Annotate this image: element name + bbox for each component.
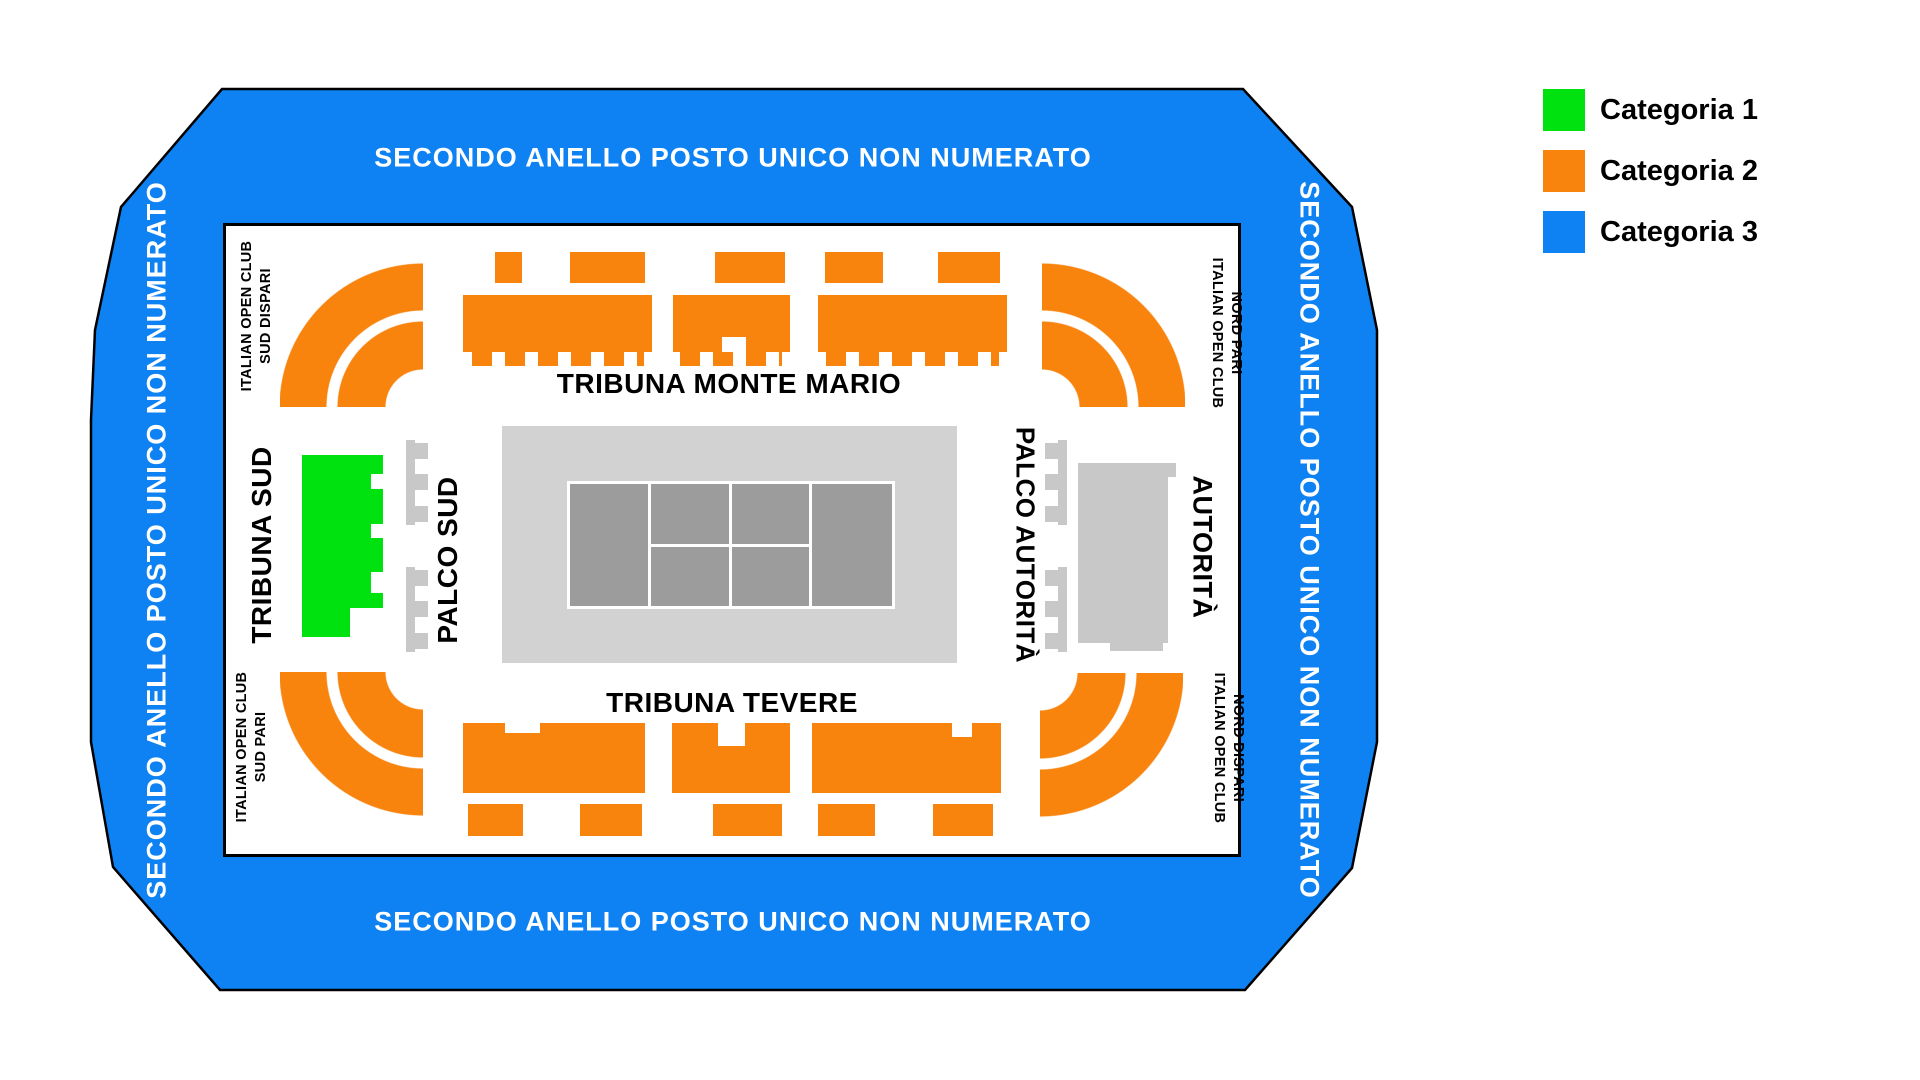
autorita-box [1110, 643, 1163, 651]
palco-sud-box [406, 567, 415, 652]
palco-autorita-box [1045, 443, 1058, 459]
ring-label-right: SECONDO ANELLO POSTO UNICO NON NUMERATO [1294, 181, 1325, 899]
legend: Categoria 1 Categoria 2 Categoria 3 [1543, 89, 1758, 272]
label-tribuna-monte-mario: TRIBUNA MONTE MARIO [556, 368, 902, 399]
legend-item-categoria-3: Categoria 3 [1543, 211, 1758, 253]
categoria-2-label: Categoria 2 [1600, 155, 1758, 187]
seat-arc-top-right[interactable] [1042, 263, 1185, 407]
seat-block-monte-mario-upper-3[interactable] [715, 252, 785, 283]
block-steps [826, 352, 999, 366]
seat-block-tevere-lower-2[interactable] [580, 804, 642, 836]
seat-block-tevere-lower-1[interactable] [468, 804, 523, 836]
block-notch [722, 337, 746, 352]
seat-block-monte-mario-1[interactable] [463, 295, 652, 352]
seat-arc-top-left[interactable] [280, 263, 423, 407]
palco-autorita-box [1045, 601, 1058, 617]
palco-autorita-box [1045, 474, 1058, 490]
seat-block-monte-mario-upper-4[interactable] [825, 252, 883, 283]
palco-autorita-box [1045, 633, 1058, 649]
label-tribuna-tevere: TRIBUNA TEVERE [606, 687, 858, 718]
palco-sud-box [406, 440, 415, 525]
autorita-box [1078, 463, 1168, 643]
court-line [650, 544, 811, 547]
label-tribuna-sud: TRIBUNA SUD [246, 446, 277, 644]
court-line [648, 484, 651, 606]
seat-block-tribuna-sud[interactable] [302, 455, 383, 608]
seat-block-tevere-lower-4[interactable] [818, 804, 875, 836]
block-notch [371, 572, 383, 593]
block-notch [718, 723, 745, 746]
categoria-3-swatch [1543, 211, 1585, 253]
ring-label-top: SECONDO ANELLO POSTO UNICO NON NUMERATO [374, 142, 1092, 173]
seat-block-tevere-3[interactable] [812, 723, 1001, 793]
ring-label-bottom: SECONDO ANELLO POSTO UNICO NON NUMERATO [374, 906, 1092, 937]
autorita-box [1168, 463, 1176, 477]
palco-autorita-box [1058, 440, 1067, 525]
ring-label-left: SECONDO ANELLO POSTO UNICO NON NUMERATO [141, 181, 172, 899]
seat-block-tevere-lower-3[interactable] [713, 804, 782, 836]
seat-block-tevere-1[interactable] [463, 723, 645, 793]
palco-sud-box [415, 601, 428, 617]
palco-sud-box [415, 443, 428, 459]
seat-block-tevere-lower-5[interactable] [933, 804, 993, 836]
palco-sud-box [415, 474, 428, 490]
seat-block-monte-mario-upper-2[interactable] [570, 252, 645, 283]
palco-autorita-box [1045, 570, 1058, 586]
palco-sud-box [415, 506, 428, 522]
seat-block-monte-mario-3[interactable] [818, 295, 1007, 352]
seat-block-monte-mario-upper-5[interactable] [938, 252, 1000, 283]
seat-arc-bottom-right[interactable] [1040, 673, 1183, 817]
block-steps [472, 352, 644, 366]
label-palco-autorita: PALCO AUTORITÀ [1010, 426, 1041, 664]
categoria-2-swatch [1543, 150, 1585, 192]
block-notch [952, 723, 972, 737]
block-steps [680, 352, 782, 366]
block-notch [505, 723, 540, 733]
label-palco-sud: PALCO SUD [432, 476, 463, 644]
palco-sud-box [415, 633, 428, 649]
block-notch [371, 524, 383, 538]
palco-sud-box [415, 570, 428, 586]
seat-arc-bottom-left[interactable] [280, 672, 423, 816]
categoria-1-swatch [1543, 89, 1585, 131]
palco-autorita-box [1045, 506, 1058, 522]
categoria-3-label: Categoria 3 [1600, 216, 1758, 248]
seat-block-monte-mario-upper-1[interactable] [495, 252, 522, 283]
seat-block-tribuna-sud-lower[interactable] [302, 608, 350, 637]
label-autorita: AUTORITÀ [1187, 475, 1218, 619]
categoria-1-label: Categoria 1 [1600, 94, 1758, 126]
block-notch [371, 474, 383, 489]
palco-autorita-box [1058, 567, 1067, 652]
legend-item-categoria-1: Categoria 1 [1543, 89, 1758, 131]
legend-item-categoria-2: Categoria 2 [1543, 150, 1758, 192]
